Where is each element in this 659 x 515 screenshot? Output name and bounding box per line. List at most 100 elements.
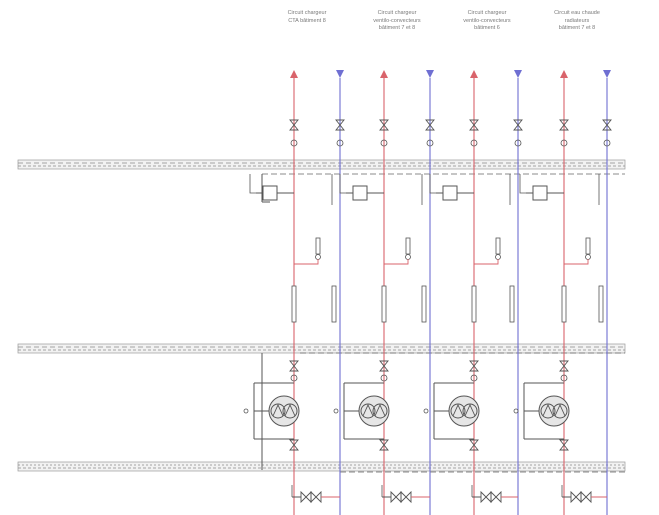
valve-icon-body: [513, 119, 523, 131]
valve-icon: [335, 119, 345, 131]
circuit-header-2: Circuit chargeur ventilo-convecteurs bât…: [358, 10, 436, 33]
valve-icon-body: [580, 490, 592, 504]
collector-band-body: [17, 461, 626, 472]
flow-meter-icon: [598, 285, 604, 323]
flow-meter-icon: [509, 285, 515, 323]
gauge-icon: [513, 408, 519, 414]
gauge-icon: [560, 139, 568, 147]
valve-icon: [602, 119, 612, 131]
gauge-icon: [426, 139, 434, 147]
thermometer-icon: [585, 237, 591, 255]
valve-icon-body: [289, 439, 299, 451]
pump-housing-icon: [268, 395, 300, 427]
valve-icon-body: [570, 490, 582, 504]
circuit-header-2-line-3: bâtiment 7 et 8: [378, 25, 416, 31]
pump-icon-triangle: [464, 403, 476, 417]
circuit-header-4-line-3: bâtiment 7 et 8: [558, 25, 596, 31]
sensor-line: [294, 259, 319, 265]
pump-icon-triangle: [362, 403, 374, 417]
circuit-header-3-line-3: bâtiment 6: [474, 25, 500, 31]
gauge-icon: [290, 374, 298, 382]
valve-icon: [570, 490, 582, 504]
collector-top: [17, 159, 626, 170]
valve-icon-body: [379, 360, 389, 372]
flow-meter-icon: [381, 285, 387, 323]
thermometer-bulb: [495, 254, 501, 260]
circuit-header-2-line-2: ventilo-convecteurs: [373, 17, 421, 24]
thermometer-bulb: [315, 254, 321, 260]
circuit-header-1-line-2: CTA bâtiment 8: [288, 17, 326, 24]
arrow-down-icon: [426, 70, 434, 78]
circuit-header-4-line-1: Circuit eau chaude: [554, 10, 600, 16]
gauge-icon: [470, 374, 478, 382]
circuit-header-2-line-1: Circuit chargeur: [377, 10, 417, 16]
flow-meter-icon: [331, 285, 337, 323]
pipe-line: [249, 174, 256, 194]
circuit-header-4-line-2: radiateurs: [564, 17, 590, 24]
valve-icon: [289, 119, 299, 131]
valve-icon-body: [289, 119, 299, 131]
collector-band-body: [17, 343, 626, 354]
pump-housing-icon: [448, 395, 480, 427]
flow-meter-icon: [471, 285, 477, 323]
valve-icon: [310, 490, 322, 504]
arrow-down-icon: [336, 70, 344, 78]
pump-icon: [372, 403, 388, 419]
valve-icon: [559, 119, 569, 131]
gauge-icon: [603, 139, 611, 147]
sensor-line: [384, 259, 409, 265]
valve-icon-body: [289, 360, 299, 372]
arrow-up-icon: [470, 70, 478, 78]
valve-icon-body: [390, 490, 402, 504]
valve-icon: [480, 490, 492, 504]
arrow-down-icon: [514, 70, 522, 78]
pump-icon: [270, 403, 286, 419]
valve-icon: [580, 490, 592, 504]
valve-icon-body: [300, 490, 312, 504]
valve-icon-body: [310, 490, 322, 504]
valve-icon-body: [490, 490, 502, 504]
valve-icon: [559, 360, 569, 372]
gauge-icon: [380, 374, 388, 382]
heat-exchanger-icon: [352, 185, 368, 201]
valve-icon: [289, 439, 299, 451]
valve-icon: [400, 490, 412, 504]
valve-icon-body: [335, 119, 345, 131]
gauge-icon: [423, 408, 429, 414]
valve-icon: [289, 360, 299, 372]
heat-exchanger-icon: [442, 185, 458, 201]
valve-icon-body: [469, 439, 479, 451]
valve-icon-body: [469, 360, 479, 372]
valve-icon: [469, 439, 479, 451]
valve-icon: [513, 119, 523, 131]
gauge-icon: [243, 408, 249, 414]
valve-icon-body: [480, 490, 492, 504]
pump-icon: [462, 403, 478, 419]
valve-icon: [425, 119, 435, 131]
circuit-header-1: Circuit chargeur CTA bâtiment 8: [268, 10, 346, 25]
pump-icon: [282, 403, 298, 419]
collector-bottom: [17, 461, 626, 472]
heat-exchanger-icon: [532, 185, 548, 201]
pipe-line: [429, 174, 436, 194]
valve-icon: [379, 439, 389, 451]
flow-meter-icon: [291, 285, 297, 323]
circuit-header-3: Circuit chargeur ventilo-convecteurs bât…: [448, 10, 526, 33]
thermometer-bulb: [405, 254, 411, 260]
thermometer-icon: [315, 237, 321, 255]
valve-icon: [379, 360, 389, 372]
pump-icon-triangle: [272, 403, 284, 417]
gauge-icon: [333, 408, 339, 414]
valve-icon: [390, 490, 402, 504]
circuit-header-1-line-1: Circuit chargeur: [287, 10, 327, 16]
pump-icon: [450, 403, 466, 419]
gauge-icon: [380, 139, 388, 147]
circuit-header-3-line-1: Circuit chargeur: [467, 10, 507, 16]
arrow-up-icon: [290, 70, 298, 78]
valve-icon: [379, 119, 389, 131]
pump-icon-triangle: [542, 403, 554, 417]
circuit-header-4: Circuit eau chaude radiateurs bâtiment 7…: [538, 10, 616, 33]
valve-icon-body: [425, 119, 435, 131]
